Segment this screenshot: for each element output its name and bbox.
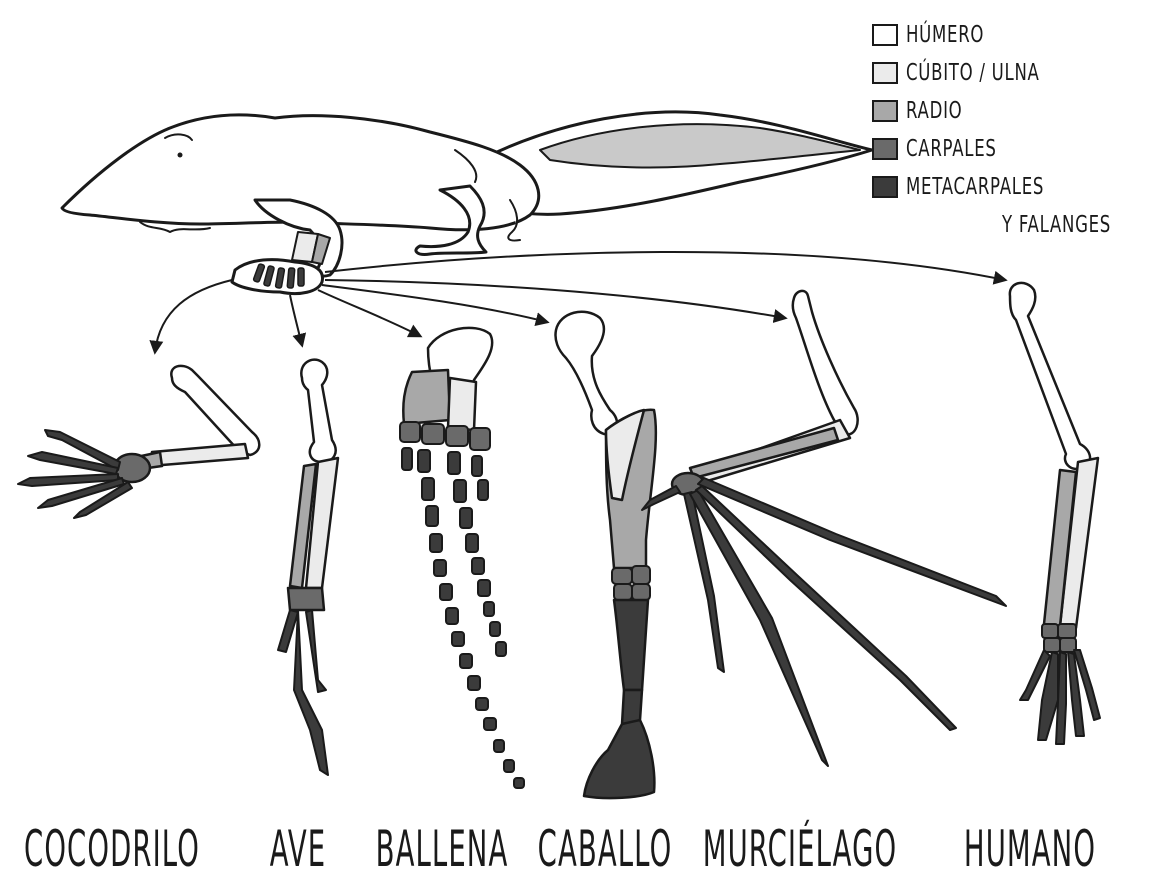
legend-item-cubito: CÚBITO / ULNA [872,58,1092,88]
ballena-carpals [400,422,490,450]
ancestor-animal-drawing [62,112,872,294]
arrow-to-humano [325,252,1005,280]
legend-swatch-humero [872,24,898,46]
legend-swatch-radio [872,100,898,122]
limb-caballo [555,312,655,798]
caballo-phalanges [584,690,654,798]
humano-carpals [1042,624,1076,652]
legend-label-falanges: Y FALANGES [1002,212,1111,238]
legend-label-cubito: CÚBITO / ULNA [906,60,1040,86]
limb-cocodrilo [18,366,259,518]
limb-humano [1010,283,1100,744]
cocodrilo-humerus [171,366,259,455]
arrow-to-murcielago [325,280,785,318]
legend-swatch-carpales [872,138,898,160]
caballo-humerus [555,312,617,434]
label-caballo: CABALLO [538,820,673,878]
legend-label-humero: HÚMERO [906,22,984,48]
arrow-to-cocodrilo [155,280,232,352]
cocodrilo-digits [18,430,132,518]
cocodrilo-ulna [150,444,248,466]
humano-humerus [1010,283,1090,469]
murcielago-radius [690,428,838,478]
label-ave: AVE [270,820,327,878]
label-murcielago: MURCIÉLAGO [703,820,898,878]
ballena-radius [403,370,450,424]
humano-digits [1020,650,1100,744]
caballo-metacarpal [614,600,648,690]
label-ballena: BALLENA [376,820,509,878]
caballo-carpals [612,566,650,600]
legend-label-carpales: CARPALES [906,136,997,162]
legend-item-radio: RADIO [872,96,984,126]
legend-label-radio: RADIO [906,98,962,124]
limb-ballena [400,328,524,788]
arrow-to-caballo [322,285,547,322]
legend-swatch-metacarpales [872,176,898,198]
limb-ave [278,360,338,775]
legend-item-metacarpales: METACARPALES [872,172,1098,202]
ballena-ulna [448,378,476,430]
ballena-digits [402,448,524,788]
legend: HÚMERO CÚBITO / ULNA RADIO CARPALES META… [872,20,1157,245]
ancestor-eye [178,153,183,158]
legend-item-carpales: CARPALES [872,134,1032,164]
ave-digits [278,610,328,775]
murcielago-humerus [793,291,858,435]
arrow-to-ave [290,295,302,345]
label-humano: HUMANO [964,820,1096,878]
limb-murcielago [642,291,1006,766]
legend-label-metacarpales: METACARPALES [906,174,1044,200]
legend-item-humero: HÚMERO [872,20,1015,50]
label-cocodrilo: COCODRILO [24,820,200,878]
ave-carpals [288,588,324,610]
murcielago-digits [642,478,1006,766]
ave-humerus [301,360,335,462]
legend-swatch-cubito [872,62,898,84]
